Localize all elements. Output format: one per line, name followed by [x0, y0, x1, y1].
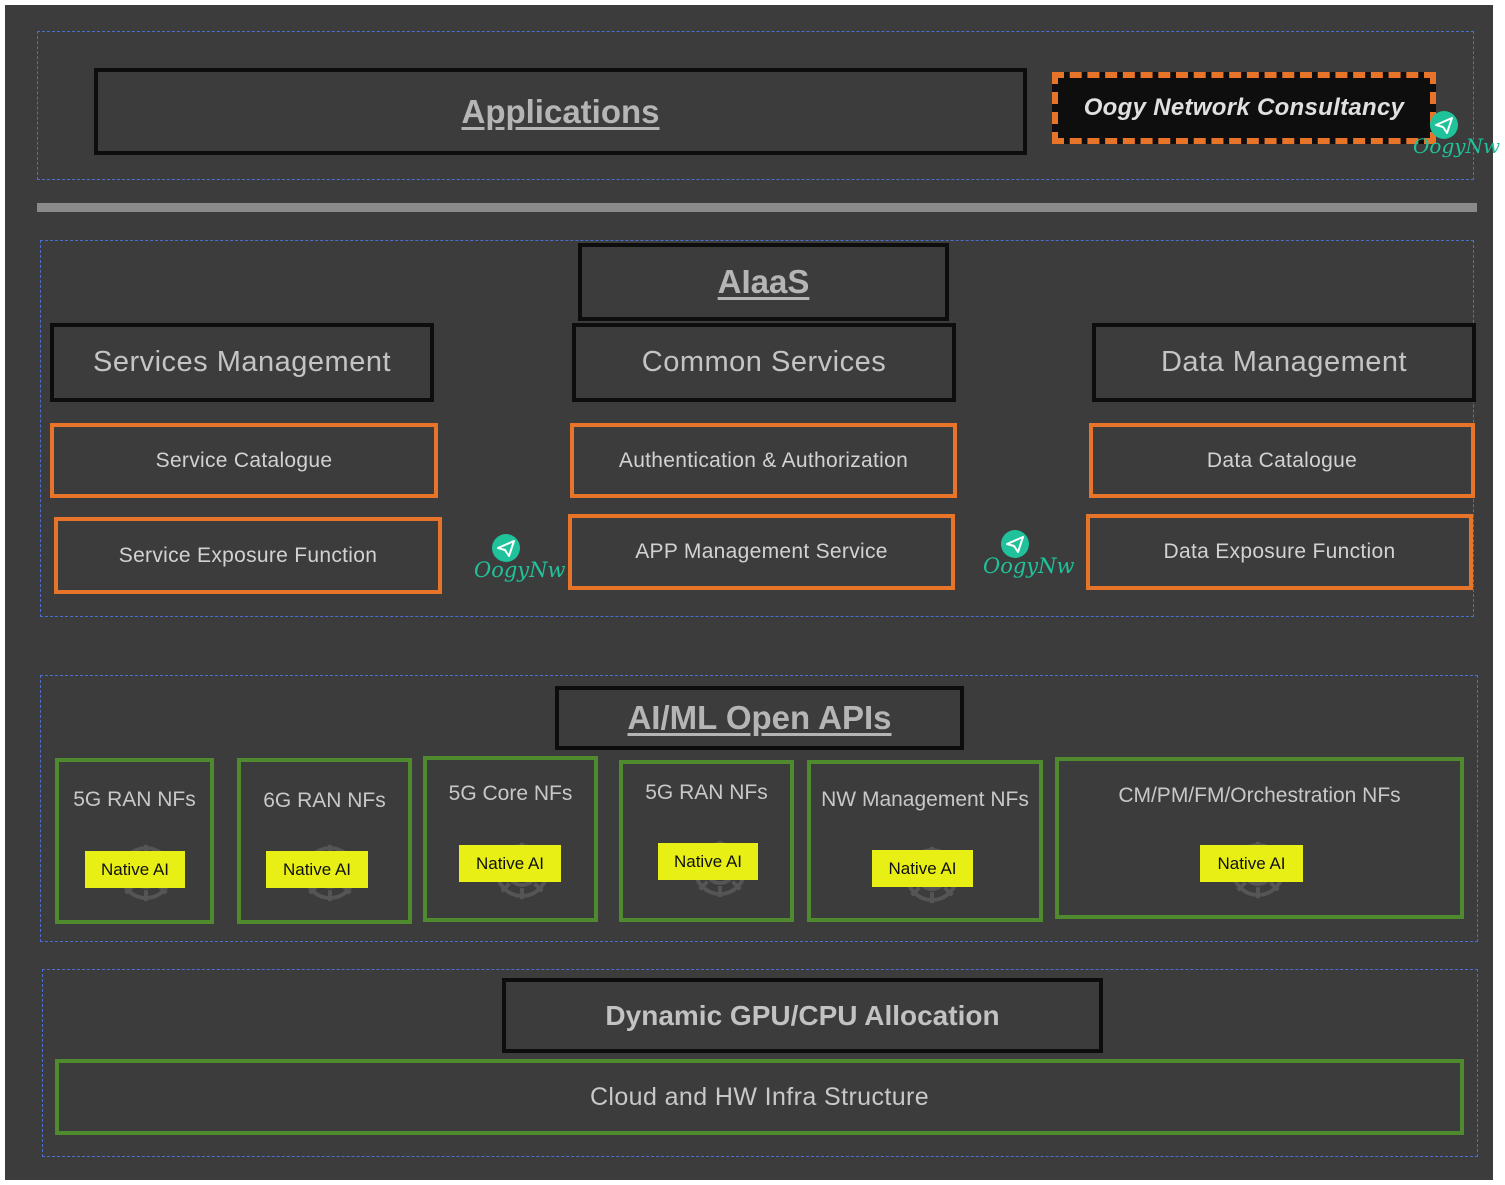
- nf-label: 5G RAN NFs: [73, 788, 196, 811]
- nf-box-6g-ran: 6G RAN NFs Native AI: [237, 758, 412, 924]
- nf-label: 6G RAN NFs: [263, 789, 386, 812]
- layer-divider: [37, 203, 1477, 212]
- nf-box-5g-ran: 5G RAN NFs Native AI: [55, 758, 214, 924]
- aiaas-title-box: AIaaS: [578, 243, 949, 321]
- paper-plane-icon: [1430, 111, 1458, 139]
- applications-title: Applications: [461, 92, 660, 130]
- native-ai-badge: Native AI: [85, 851, 185, 888]
- cloud-infra-label: Cloud and HW Infra Structure: [589, 1082, 930, 1111]
- paper-plane-icon: [492, 534, 520, 562]
- auth-label: Authentication & Authorization: [618, 448, 909, 472]
- apis-title: AI/ML Open APIs: [627, 699, 892, 736]
- service-exposure-label: Service Exposure Function: [118, 543, 378, 567]
- nf-box-nw-management: NW Management NFs Native AI: [807, 760, 1043, 922]
- service-exposure-box: Service Exposure Function: [54, 517, 442, 594]
- logo-top-right: OogyNw: [1412, 108, 1502, 168]
- service-catalogue-box: Service Catalogue: [50, 423, 438, 498]
- nf-box-5g-core: 5G Core NFs Native AI: [423, 756, 598, 922]
- service-catalogue-label: Service Catalogue: [155, 448, 333, 472]
- native-ai-badge: Native AI: [266, 851, 368, 888]
- data-management-label: Data Management: [1160, 346, 1408, 378]
- data-catalogue-box: Data Catalogue: [1089, 423, 1475, 498]
- nf-box-5g-ran-2: 5G RAN NFs Native AI: [619, 760, 794, 922]
- data-catalogue-label: Data Catalogue: [1206, 448, 1358, 472]
- infra-layer: [42, 969, 1478, 1157]
- logo-text: OogyNw: [1413, 134, 1501, 158]
- app-management-label: APP Management Service: [635, 540, 888, 563]
- app-management-box: APP Management Service: [568, 514, 955, 590]
- nf-label: CM/PM/FM/Orchestration NFs: [1118, 784, 1401, 807]
- applications-layer: [37, 31, 1474, 180]
- gpu-cpu-allocation-label: Dynamic GPU/CPU Allocation: [605, 999, 1000, 1031]
- apis-layer: [40, 675, 1478, 942]
- logo-text: OogyNw: [983, 554, 1075, 578]
- services-management-label: Services Management: [92, 346, 392, 378]
- common-services-label: Common Services: [641, 346, 887, 378]
- services-management-box: Services Management: [50, 323, 434, 402]
- data-exposure-label: Data Exposure Function: [1163, 540, 1396, 563]
- nf-box-orchestration: CM/PM/FM/Orchestration NFs Native AI: [1055, 757, 1464, 919]
- gpu-cpu-allocation-box: Dynamic GPU/CPU Allocation: [502, 978, 1103, 1053]
- nf-label: 5G RAN NFs: [645, 781, 768, 804]
- native-ai-badge: Native AI: [658, 843, 758, 880]
- apis-title-box: AI/ML Open APIs: [555, 686, 964, 750]
- consultancy-text: Oogy Network Consultancy: [1083, 94, 1405, 121]
- cloud-infra-box: Cloud and HW Infra Structure: [55, 1059, 1464, 1135]
- applications-box: Applications: [94, 68, 1027, 155]
- common-services-box: Common Services: [572, 323, 956, 402]
- logo-middle-right: OogyNw: [982, 528, 1077, 588]
- nf-label: 5G Core NFs: [448, 782, 573, 805]
- logo-text: OogyNw: [474, 558, 566, 582]
- native-ai-badge: Native AI: [459, 845, 561, 882]
- auth-box: Authentication & Authorization: [570, 423, 957, 498]
- aiaas-title: AIaaS: [717, 263, 810, 300]
- consultancy-banner: Oogy Network Consultancy: [1052, 72, 1436, 144]
- native-ai-badge: Native AI: [1200, 845, 1303, 882]
- nf-label: NW Management NFs: [821, 788, 1029, 811]
- logo-middle-left: OogyNw: [473, 532, 568, 592]
- data-management-box: Data Management: [1092, 323, 1476, 402]
- data-exposure-box: Data Exposure Function: [1086, 514, 1473, 590]
- paper-plane-icon: [1001, 530, 1029, 558]
- native-ai-badge: Native AI: [872, 850, 973, 887]
